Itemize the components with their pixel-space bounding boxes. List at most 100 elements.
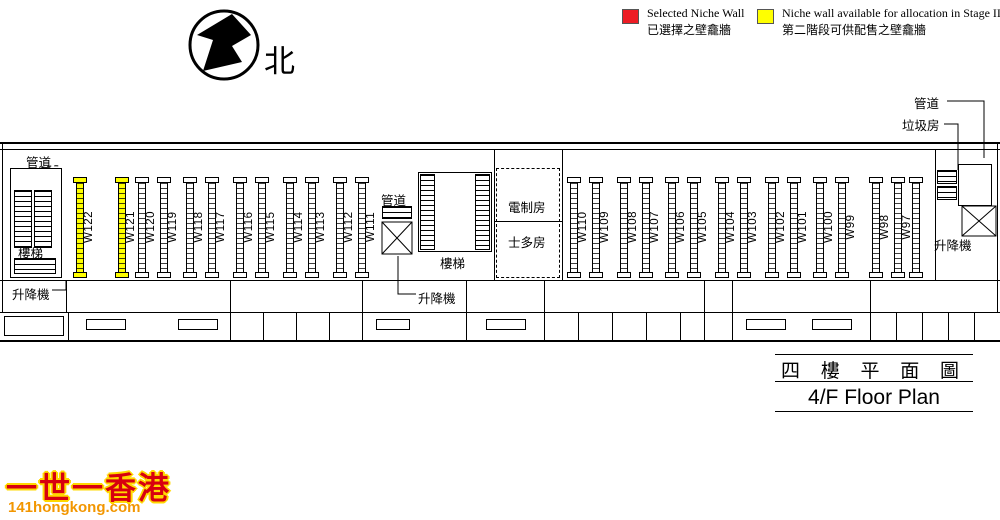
wall-bar (912, 182, 920, 273)
niche-wall-w112[interactable]: W112 (333, 177, 355, 278)
wall-label: W111 (365, 211, 377, 243)
niche-wall-w119[interactable]: W119 (157, 177, 179, 278)
wall-label: W102 (775, 210, 787, 244)
wall-label: W109 (599, 210, 611, 244)
room-label-duct-left: 管道 (26, 156, 52, 170)
wall-cap (567, 272, 581, 278)
plan-wall-line (362, 312, 363, 342)
niche-wall-w114[interactable]: W114 (283, 177, 305, 278)
wall-label: W106 (675, 210, 687, 244)
plan-room-box (958, 164, 992, 206)
niche-wall-w99[interactable]: W99 (835, 177, 857, 278)
niche-wall-w108[interactable]: W108 (617, 177, 639, 278)
plan-wall-line (466, 280, 467, 312)
wall-label: W120 (145, 210, 157, 244)
niche-wall-w105[interactable]: W105 (687, 177, 709, 278)
niche-wall-w103[interactable]: W103 (737, 177, 759, 278)
wall-cap (687, 272, 701, 278)
plan-opening-rect (486, 319, 526, 330)
wall-label: W117 (215, 211, 227, 243)
wall-cap (617, 272, 631, 278)
plan-wall-line (896, 312, 897, 342)
niche-wall-w118[interactable]: W118 (183, 177, 205, 278)
stair-treads (475, 174, 490, 250)
room-label-duct-mid: 管道 (381, 194, 407, 208)
niche-wall-w122[interactable]: W122 (73, 177, 95, 278)
niche-wall-w113[interactable]: W113 (305, 177, 327, 278)
niche-wall-w106[interactable]: W106 (665, 177, 687, 278)
niche-wall-w111[interactable]: W111 (355, 177, 377, 278)
niche-wall-w100[interactable]: W100 (813, 177, 835, 278)
plan-wall-line (997, 142, 998, 312)
plan-wall-line (732, 280, 733, 312)
niche-wall-w104[interactable]: W104 (715, 177, 737, 278)
niche-wall-w98[interactable]: W98 (869, 177, 891, 278)
legend-label-stage2-en: Niche wall available for allocation in S… (782, 6, 1000, 20)
wall-cap (135, 272, 149, 278)
niche-wall-w116[interactable]: W116 (233, 177, 255, 278)
wall-cap (813, 272, 827, 278)
title-rule (775, 354, 973, 355)
plan-opening-rect (4, 316, 64, 336)
niche-wall-w121[interactable]: W121 (115, 177, 137, 278)
plan-wall-line (263, 312, 264, 342)
niche-wall-w97[interactable]: W97 (891, 177, 913, 278)
watermark-line2: 141hongkong.com (8, 499, 141, 516)
plan-wall-line (230, 312, 231, 342)
stair-treads (420, 174, 435, 250)
plan-wall-line (578, 312, 579, 342)
lift-shaft-right (961, 205, 997, 237)
plan-opening-rect (376, 319, 410, 330)
plan-wall-line (612, 312, 613, 342)
plan-wall-line (466, 312, 467, 342)
wall-cap (205, 272, 219, 278)
wall-label: W101 (797, 210, 809, 244)
watermark-line1: 一世一香港 (6, 471, 171, 506)
plan-wall-line (0, 142, 1000, 144)
wall-label: W99 (845, 214, 857, 240)
wall-cap (869, 272, 883, 278)
wall-label: W118 (193, 211, 205, 243)
niche-wall-w120[interactable]: W120 (135, 177, 157, 278)
room-label-store: 士多房 (508, 236, 546, 250)
room-label-lift-mid: 升降機 (418, 292, 456, 306)
wall-label: W115 (265, 211, 277, 243)
room-label-stair-left: 樓梯 (18, 247, 44, 261)
plan-wall-line (544, 280, 545, 312)
wall-cap (157, 272, 171, 278)
plan-title-zh: 四 樓 平 面 圖 (780, 361, 967, 382)
room-label-lift-left: 升降機 (12, 288, 50, 302)
wall-cap (233, 272, 247, 278)
legend-label-selected-en: Selected Niche Wall (647, 6, 745, 20)
plan-title-en: 4/F Floor Plan (808, 386, 940, 409)
stair-treads (34, 190, 52, 248)
legend-label-selected-zh: 已選擇之壁龕牆 (647, 23, 732, 37)
wall-cap (283, 272, 297, 278)
niche-wall-w115[interactable]: W115 (255, 177, 277, 278)
legend-swatch-selected (622, 9, 639, 24)
plan-wall-line (704, 312, 705, 342)
plan-opening-rect (178, 319, 218, 330)
plan-wall-line (680, 312, 681, 342)
plan-wall-line (974, 312, 975, 342)
room-label-duct-right: 管道 (914, 97, 940, 111)
title-rule (775, 411, 973, 412)
niche-wall-w109[interactable]: W109 (589, 177, 611, 278)
niche-wall-w110[interactable]: W110 (567, 177, 589, 278)
wall-cap (891, 272, 905, 278)
plan-wall-line (0, 280, 1000, 281)
niche-wall-w117[interactable]: W117 (205, 177, 227, 278)
wall-label: W110 (577, 211, 589, 243)
niche-wall-w107[interactable]: W107 (639, 177, 661, 278)
niche-wall-w102[interactable]: W102 (765, 177, 787, 278)
plan-wall-line (0, 340, 1000, 342)
niche-wall-w101[interactable]: W101 (787, 177, 809, 278)
wall-label: W108 (627, 210, 639, 244)
compass-icon (188, 9, 260, 81)
wall-cap (765, 272, 779, 278)
wall-cap (73, 272, 87, 278)
plan-opening-rect (812, 319, 852, 330)
overhead-dashed-outline (496, 168, 560, 278)
wall-label: W100 (823, 210, 835, 244)
wall-label: W121 (125, 210, 137, 244)
